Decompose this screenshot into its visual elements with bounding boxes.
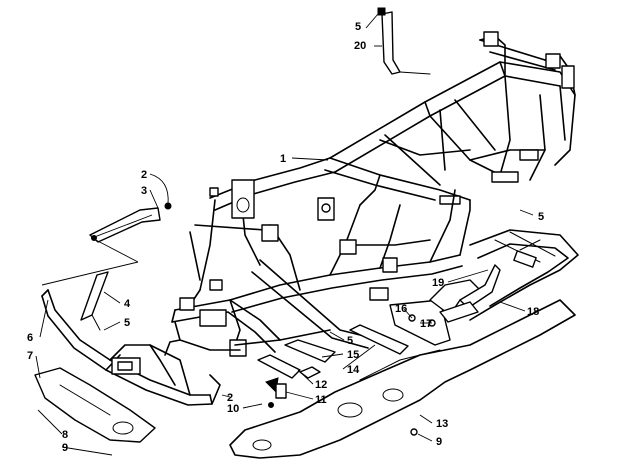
callout-13: 13 — [436, 418, 448, 430]
callout-19: 19 — [432, 277, 444, 289]
main-frame — [171, 31, 576, 357]
shock-bracket — [89, 202, 172, 243]
callout-5: 5 — [538, 211, 544, 223]
callout-11: 11 — [315, 394, 327, 406]
front-bumper — [41, 289, 221, 406]
callout-8: 8 — [62, 429, 68, 441]
callout-10: 10 — [227, 403, 239, 415]
callout-18: 18 — [527, 306, 539, 318]
front-skid-plate — [34, 367, 156, 443]
bracket-hardware — [265, 377, 287, 408]
callout-17: 17 — [420, 318, 432, 330]
callout-7: 7 — [27, 350, 33, 362]
callout-12: 12 — [315, 379, 327, 391]
callout-2: 2 — [141, 169, 147, 181]
footrest-frame — [469, 229, 579, 321]
rear-side-bracket — [389, 279, 481, 346]
callout-5: 5 — [355, 21, 361, 33]
rear-footrest-bracket — [439, 264, 501, 323]
callout-5: 5 — [124, 317, 130, 329]
callout-9: 9 — [436, 436, 442, 448]
leader-lines — [35, 13, 534, 456]
callout-6: 6 — [27, 332, 33, 344]
callout-1: 1 — [280, 153, 286, 165]
bumper-bracket — [80, 271, 109, 331]
callout-5: 5 — [347, 335, 353, 347]
callout-2: 2 — [227, 392, 233, 404]
callout-16: 16 — [395, 303, 407, 315]
callout-labels: 5 20 1 2 3 5 4 5 6 7 19 18 16 17 5 15 14… — [27, 21, 544, 454]
callout-14: 14 — [347, 364, 360, 376]
callout-4: 4 — [124, 298, 131, 310]
rear-mount-bracket — [377, 7, 431, 75]
callout-20: 20 — [354, 40, 366, 52]
main-skid-plate — [229, 299, 576, 459]
callout-15: 15 — [347, 349, 359, 361]
callout-9: 9 — [62, 442, 68, 454]
callout-3: 3 — [141, 185, 147, 197]
